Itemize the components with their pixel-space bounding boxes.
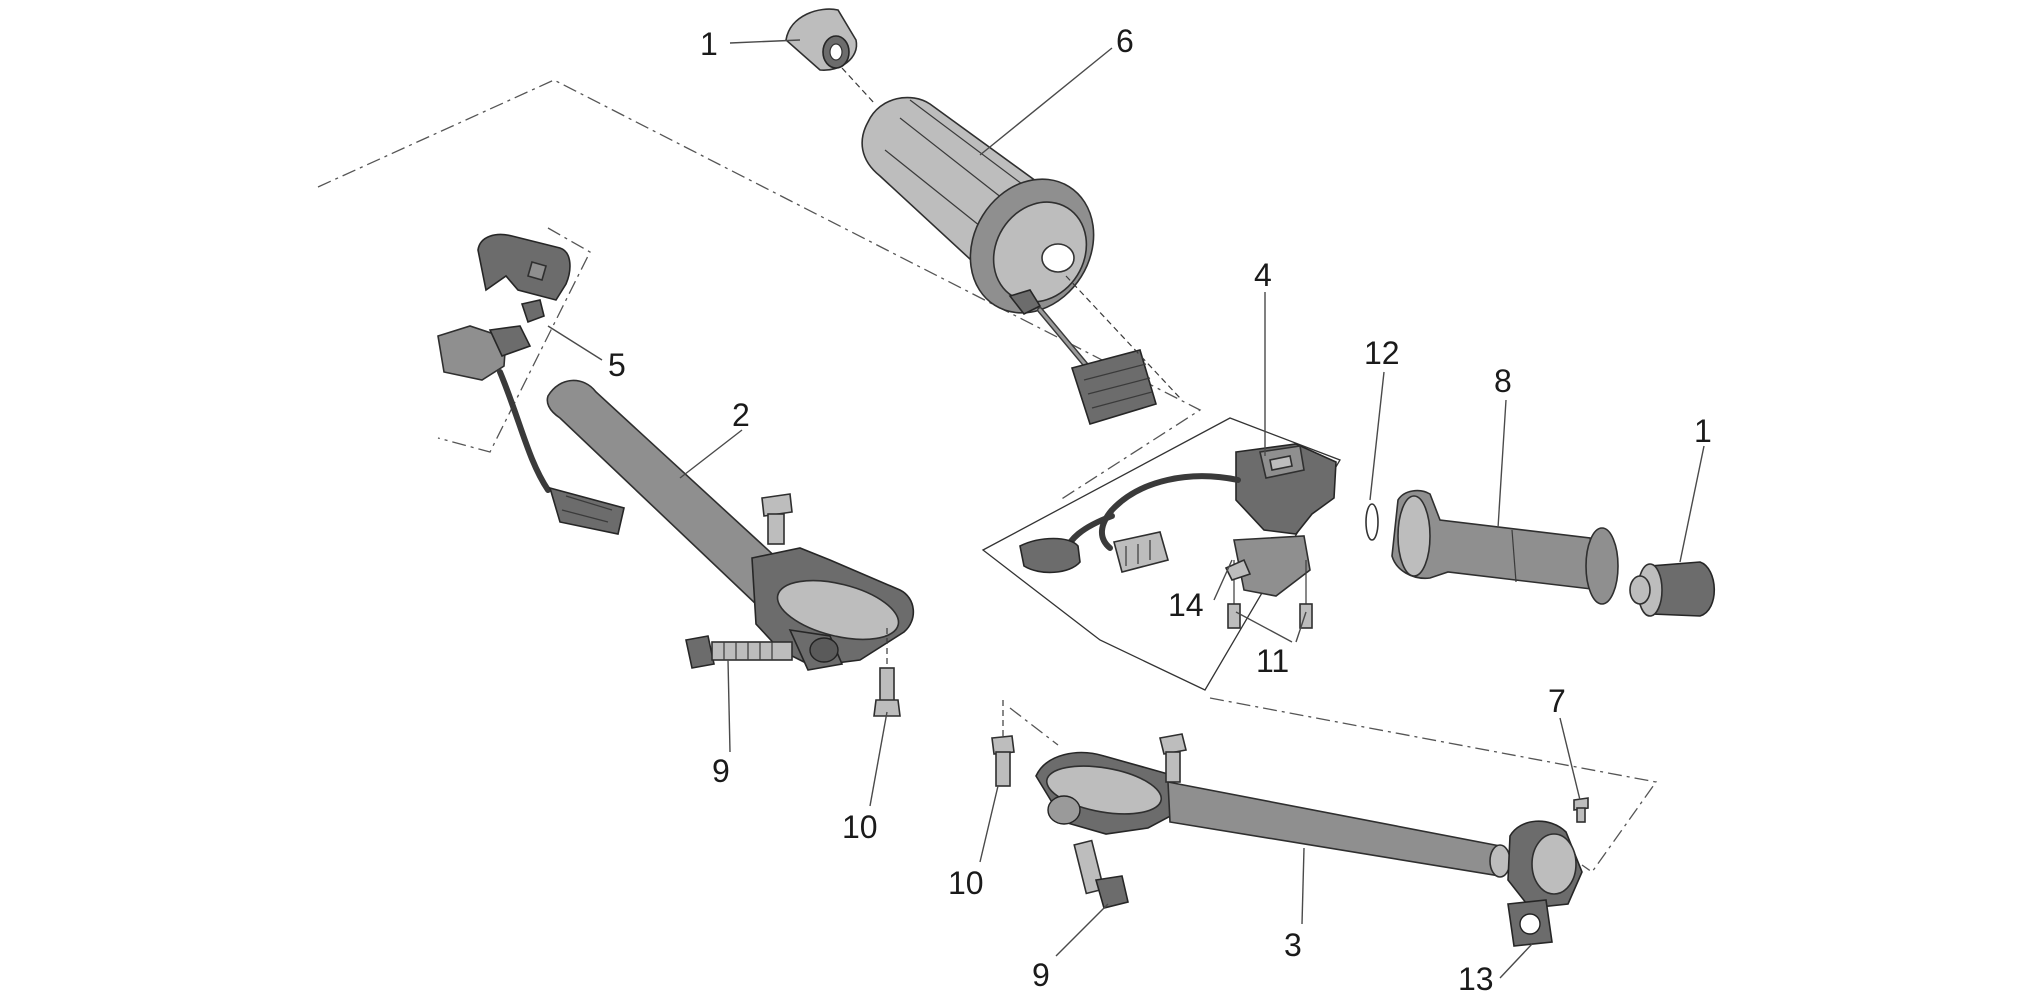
right-grip xyxy=(1391,489,1619,605)
callout-7: 7 xyxy=(1548,683,1566,719)
o-ring-12 xyxy=(1365,503,1379,541)
right-switch-assembly xyxy=(981,417,1341,691)
callout-4: 4 xyxy=(1254,257,1272,293)
callout-6: 6 xyxy=(1116,23,1134,59)
throttle-housing xyxy=(1507,820,1583,947)
bolt-9-right xyxy=(1073,839,1129,909)
screw-7 xyxy=(1573,797,1589,823)
callout-12: 12 xyxy=(1364,335,1400,371)
right-switch-boundary xyxy=(1209,697,1658,873)
callout-8: 8 xyxy=(1494,363,1512,399)
left-assembly-boundary xyxy=(317,79,1202,501)
leader-lines xyxy=(547,39,1705,979)
callout-9-left: 9 xyxy=(712,753,730,789)
heated-grip-left xyxy=(861,96,1181,425)
left-handlebar xyxy=(546,379,915,671)
callout-labels: 1 6 5 2 4 12 8 1 14 11 7 9 10 10 9 3 13 xyxy=(608,23,1712,993)
callout-5: 5 xyxy=(608,347,626,383)
bolt-9-left xyxy=(685,635,793,669)
screw-10-right xyxy=(991,700,1015,787)
bar-end-weight-right xyxy=(1629,561,1716,617)
callout-9-right: 9 xyxy=(1032,957,1050,993)
right-handlebar xyxy=(1035,733,1511,878)
left-switch-cover xyxy=(437,233,625,535)
screw-10-left xyxy=(873,628,901,717)
callout-10-right: 10 xyxy=(948,865,984,901)
throttle-boundary xyxy=(1009,707,1059,746)
left-switch-boundary xyxy=(437,227,591,453)
callout-3: 3 xyxy=(1284,927,1302,963)
callout-13: 13 xyxy=(1458,961,1494,993)
callout-11: 11 xyxy=(1256,643,1289,679)
assembly-boundaries xyxy=(317,79,1658,873)
callout-10-left: 10 xyxy=(842,809,878,845)
bar-end-weight-left xyxy=(785,8,876,105)
callout-14: 14 xyxy=(1168,587,1204,623)
callout-1-top: 1 xyxy=(700,26,718,62)
callout-1-right: 1 xyxy=(1694,413,1712,449)
callout-2: 2 xyxy=(732,397,750,433)
